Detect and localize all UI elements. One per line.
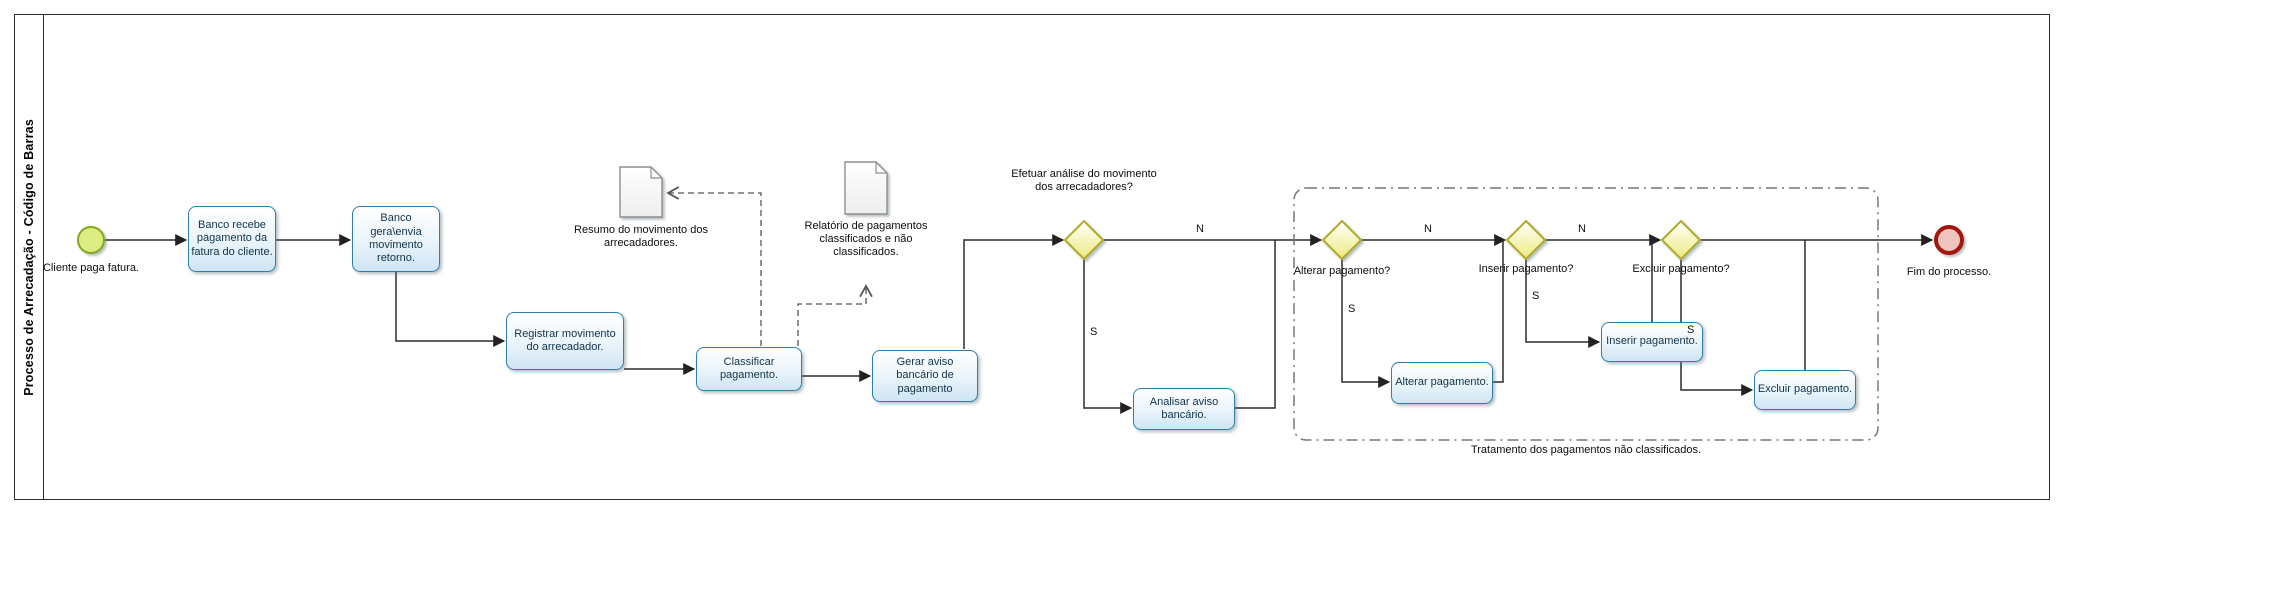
gateway-alterar[interactable]: [1321, 219, 1363, 261]
flow-alterar-return: [1493, 240, 1504, 383]
document-fold: [875, 162, 887, 174]
task-banco-gera[interactable]: Banco gera\envia movimento retorno.: [352, 206, 440, 272]
branch-label-g3-s: S: [1532, 290, 1540, 302]
data-object-resumo-label: Resumo do movimento dos arrecadadores.: [574, 224, 708, 250]
pool-header: Processo de Arrecadação - Código de Barr…: [15, 15, 44, 499]
document-icon: [619, 166, 663, 218]
task-label: Alterar pagamento.: [1395, 376, 1489, 389]
flow-gateway-alterar-s: [1341, 259, 1391, 388]
task-label: Banco recebe pagamento da fatura do clie…: [191, 218, 273, 258]
data-object-resumo[interactable]: [619, 166, 663, 218]
task-label: Inserir pagamento.: [1606, 335, 1698, 348]
task-inserir[interactable]: Inserir pagamento.: [1601, 322, 1703, 362]
gateway-excluir[interactable]: [1660, 219, 1702, 261]
branch-label-g3-n: N: [1578, 223, 1586, 235]
gateway-analise[interactable]: [1063, 219, 1105, 261]
gateway-alterar-label: Alterar pagamento?: [1293, 265, 1391, 277]
document-icon: [844, 161, 888, 215]
start-event-label: Cliente paga fatura.: [42, 262, 139, 274]
task-label: Gerar aviso bancário de pagamento: [896, 355, 954, 395]
branch-label-g1-s: S: [1090, 326, 1098, 338]
task-gerar-aviso[interactable]: Gerar aviso bancário de pagamento: [872, 350, 978, 402]
task-excluir[interactable]: Excluir pagamento.: [1754, 370, 1856, 410]
group-box-tratamento[interactable]: [1293, 187, 1879, 441]
task-label: Excluir pagamento.: [1757, 383, 1853, 396]
end-event[interactable]: [1934, 225, 1964, 255]
gateway-analise-label: Efetuar análise do movimento dos arrecad…: [1011, 168, 1157, 194]
flow-banco-gera-to-registrar: [395, 272, 506, 347]
flow-gateway-analise-s: [1083, 259, 1133, 414]
branch-label-g2-n: N: [1424, 223, 1432, 235]
task-label: Registrar movimento do arrecadador.: [514, 327, 616, 353]
data-object-relatorio[interactable]: [844, 161, 888, 215]
document-fold: [650, 167, 662, 179]
task-label: Analisar aviso bancário.: [1149, 395, 1219, 421]
task-alterar[interactable]: Alterar pagamento.: [1391, 362, 1493, 404]
start-event[interactable]: [77, 226, 105, 254]
task-banco-recebe[interactable]: Banco recebe pagamento da fatura do clie…: [188, 206, 276, 272]
end-event-label: Fim do processo.: [1906, 266, 1992, 278]
branch-label-g4-s: S: [1687, 324, 1695, 336]
task-classificar[interactable]: Classificar pagamento.: [696, 347, 802, 391]
gateway-excluir-label: Excluir pagamento?: [1632, 263, 1730, 275]
group-label: Tratamento dos pagamentos não classifica…: [1470, 444, 1702, 456]
task-analisar[interactable]: Analisar aviso bancário.: [1133, 388, 1235, 430]
branch-label-g1-n: N: [1196, 223, 1204, 235]
flow-analisar-return: [1235, 240, 1276, 409]
task-registrar[interactable]: Registrar movimento do arrecadador.: [506, 312, 624, 370]
branch-label-g2-s: S: [1348, 303, 1356, 315]
association-classificar-to-resumo: [666, 186, 762, 346]
flow-gerar-aviso-to-gateway-analise: [963, 234, 1065, 349]
flow-gateway-excluir-s: [1680, 259, 1754, 396]
task-label: Banco gera\envia movimento retorno.: [369, 212, 423, 265]
task-label: Classificar pagamento.: [719, 355, 779, 381]
gateway-inserir[interactable]: [1505, 219, 1547, 261]
gateway-inserir-label: Inserir pagamento?: [1478, 263, 1574, 275]
flow-gateway-inserir-s: [1525, 259, 1601, 348]
association-classificar-to-relatorio: [797, 284, 873, 346]
data-object-relatorio-label: Relatório de pagamentos classificados e …: [804, 220, 928, 259]
